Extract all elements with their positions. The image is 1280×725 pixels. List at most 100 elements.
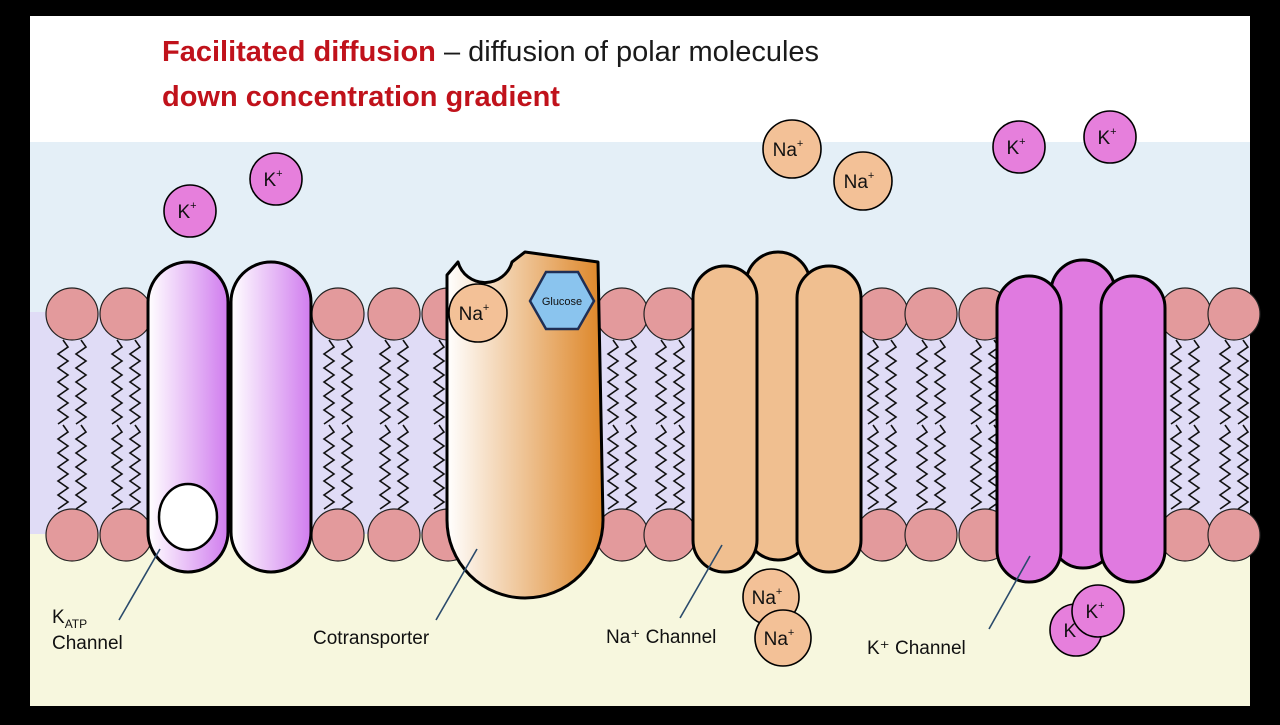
ion-symbol: K (177, 202, 190, 223)
lipid-tail (654, 424, 668, 510)
lipid-tail (933, 339, 947, 425)
lipid-tail (969, 424, 983, 510)
ion-symbol: Na (764, 629, 789, 650)
ion-charge: + (483, 302, 489, 314)
slide-top (30, 16, 1250, 142)
lipid-tail (56, 339, 70, 425)
lipid-tail (432, 424, 446, 510)
svg-text:Na+: Na+ (764, 627, 795, 650)
phospholipid-head (99, 508, 153, 562)
title-line-2: down concentration gradient (162, 81, 560, 113)
lipid-tail (322, 424, 336, 510)
phospholipid-head (367, 508, 421, 562)
svg-text:K+: K+ (1085, 600, 1104, 623)
phospholipid-head (643, 508, 697, 562)
ion-symbol: K (1006, 138, 1019, 159)
ion-charge: + (276, 168, 282, 180)
lipid-tail (1218, 424, 1232, 510)
lipid-tail (74, 424, 88, 510)
phospholipid-head (855, 508, 909, 562)
lipid-tail (340, 424, 354, 510)
ion-charge: + (776, 586, 782, 598)
lipid-tail (933, 424, 947, 510)
ion-charge: + (797, 138, 803, 150)
svg-text:Na+: Na+ (752, 586, 783, 609)
phospholipid-head (1158, 287, 1212, 341)
ion-symbol: Na (459, 304, 484, 325)
lipid-tail (1236, 424, 1250, 510)
lipid-tail (884, 424, 898, 510)
cotransporter-label: Cotransporter (313, 628, 430, 649)
channel-labels: KATP Channel Cotransporter Na⁺ Channel K… (52, 607, 966, 659)
phospholipid-head (367, 287, 421, 341)
ion-charge: + (1019, 136, 1025, 148)
atp-binding-site (157, 482, 219, 552)
lipid-tail (987, 339, 1001, 425)
title-emphasis: Facilitated diffusion (162, 36, 436, 68)
ion-charge: + (868, 170, 874, 182)
lipid-tail (915, 339, 929, 425)
lipid-tail (128, 339, 142, 425)
katp-k: K (52, 607, 65, 628)
na-channel (691, 250, 863, 574)
phospholipid-head (311, 508, 365, 562)
ion-symbol: K (1085, 602, 1098, 623)
ion-symbol: K (1063, 621, 1076, 642)
lipid-tail (56, 424, 70, 510)
phospholipid-head (643, 287, 697, 341)
title-rest: – diffusion of polar molecules (435, 36, 820, 68)
lipid-tail (128, 424, 142, 510)
potassium-ion: K+ (992, 120, 1046, 174)
k-subunit-right (1099, 274, 1167, 584)
na-subunit-right (795, 264, 863, 574)
lipid-tail (624, 339, 638, 425)
phospholipid-head (904, 508, 958, 562)
sodium-ion: Na+ (762, 119, 822, 179)
phospholipid-head (1158, 508, 1212, 562)
lipid-tail (866, 424, 880, 510)
potassium-ion: K+ (249, 152, 303, 206)
lipid-tail (322, 339, 336, 425)
lipid-tail (866, 339, 880, 425)
k-channel (995, 258, 1167, 584)
svg-text:Na+: Na+ (459, 302, 490, 325)
phospholipid-head (855, 287, 909, 341)
phospholipid-head (45, 508, 99, 562)
ion-symbol: K (263, 170, 276, 191)
lipid-tail (654, 339, 668, 425)
lipid-tail (672, 339, 686, 425)
ion-symbol: K (1097, 128, 1110, 149)
ion-charge: + (1110, 126, 1116, 138)
lipid-tail (378, 424, 392, 510)
lipid-tail (74, 339, 88, 425)
na-channel-label: Na⁺ Channel (606, 627, 716, 648)
phospholipid-head (595, 287, 649, 341)
lipid-tail (1187, 424, 1201, 510)
lipid-tail (396, 424, 410, 510)
ions-layer: K+K+K+K+K+K+Na+Na+Na+Na+Na+ (163, 110, 1137, 667)
ion-charge: + (788, 627, 794, 639)
potassium-ion: K+ (1083, 110, 1137, 164)
lipid-tail (969, 339, 983, 425)
svg-text:Na+: Na+ (844, 170, 875, 193)
lipid-tail (1218, 339, 1232, 425)
phospholipid-head (311, 287, 365, 341)
phospholipid-head (904, 287, 958, 341)
lipid-tail (915, 424, 929, 510)
svg-text:Na+: Na+ (773, 138, 804, 161)
svg-text:K+: K+ (263, 168, 282, 191)
na-channel-pointer (679, 544, 723, 619)
lipid-tail (432, 339, 446, 425)
ion-symbol: Na (752, 588, 777, 609)
katp-subscript: ATP (65, 617, 87, 631)
svg-text:K+: K+ (1006, 136, 1025, 159)
na-subunit-left (691, 264, 759, 574)
katp-pointer (118, 548, 161, 621)
lipid-tail (110, 339, 124, 425)
svg-text:K+: K+ (1097, 126, 1116, 149)
cotransporter-pointer (435, 548, 478, 621)
lipid-tail (110, 424, 124, 510)
sodium-ion: Na+ (754, 609, 812, 667)
